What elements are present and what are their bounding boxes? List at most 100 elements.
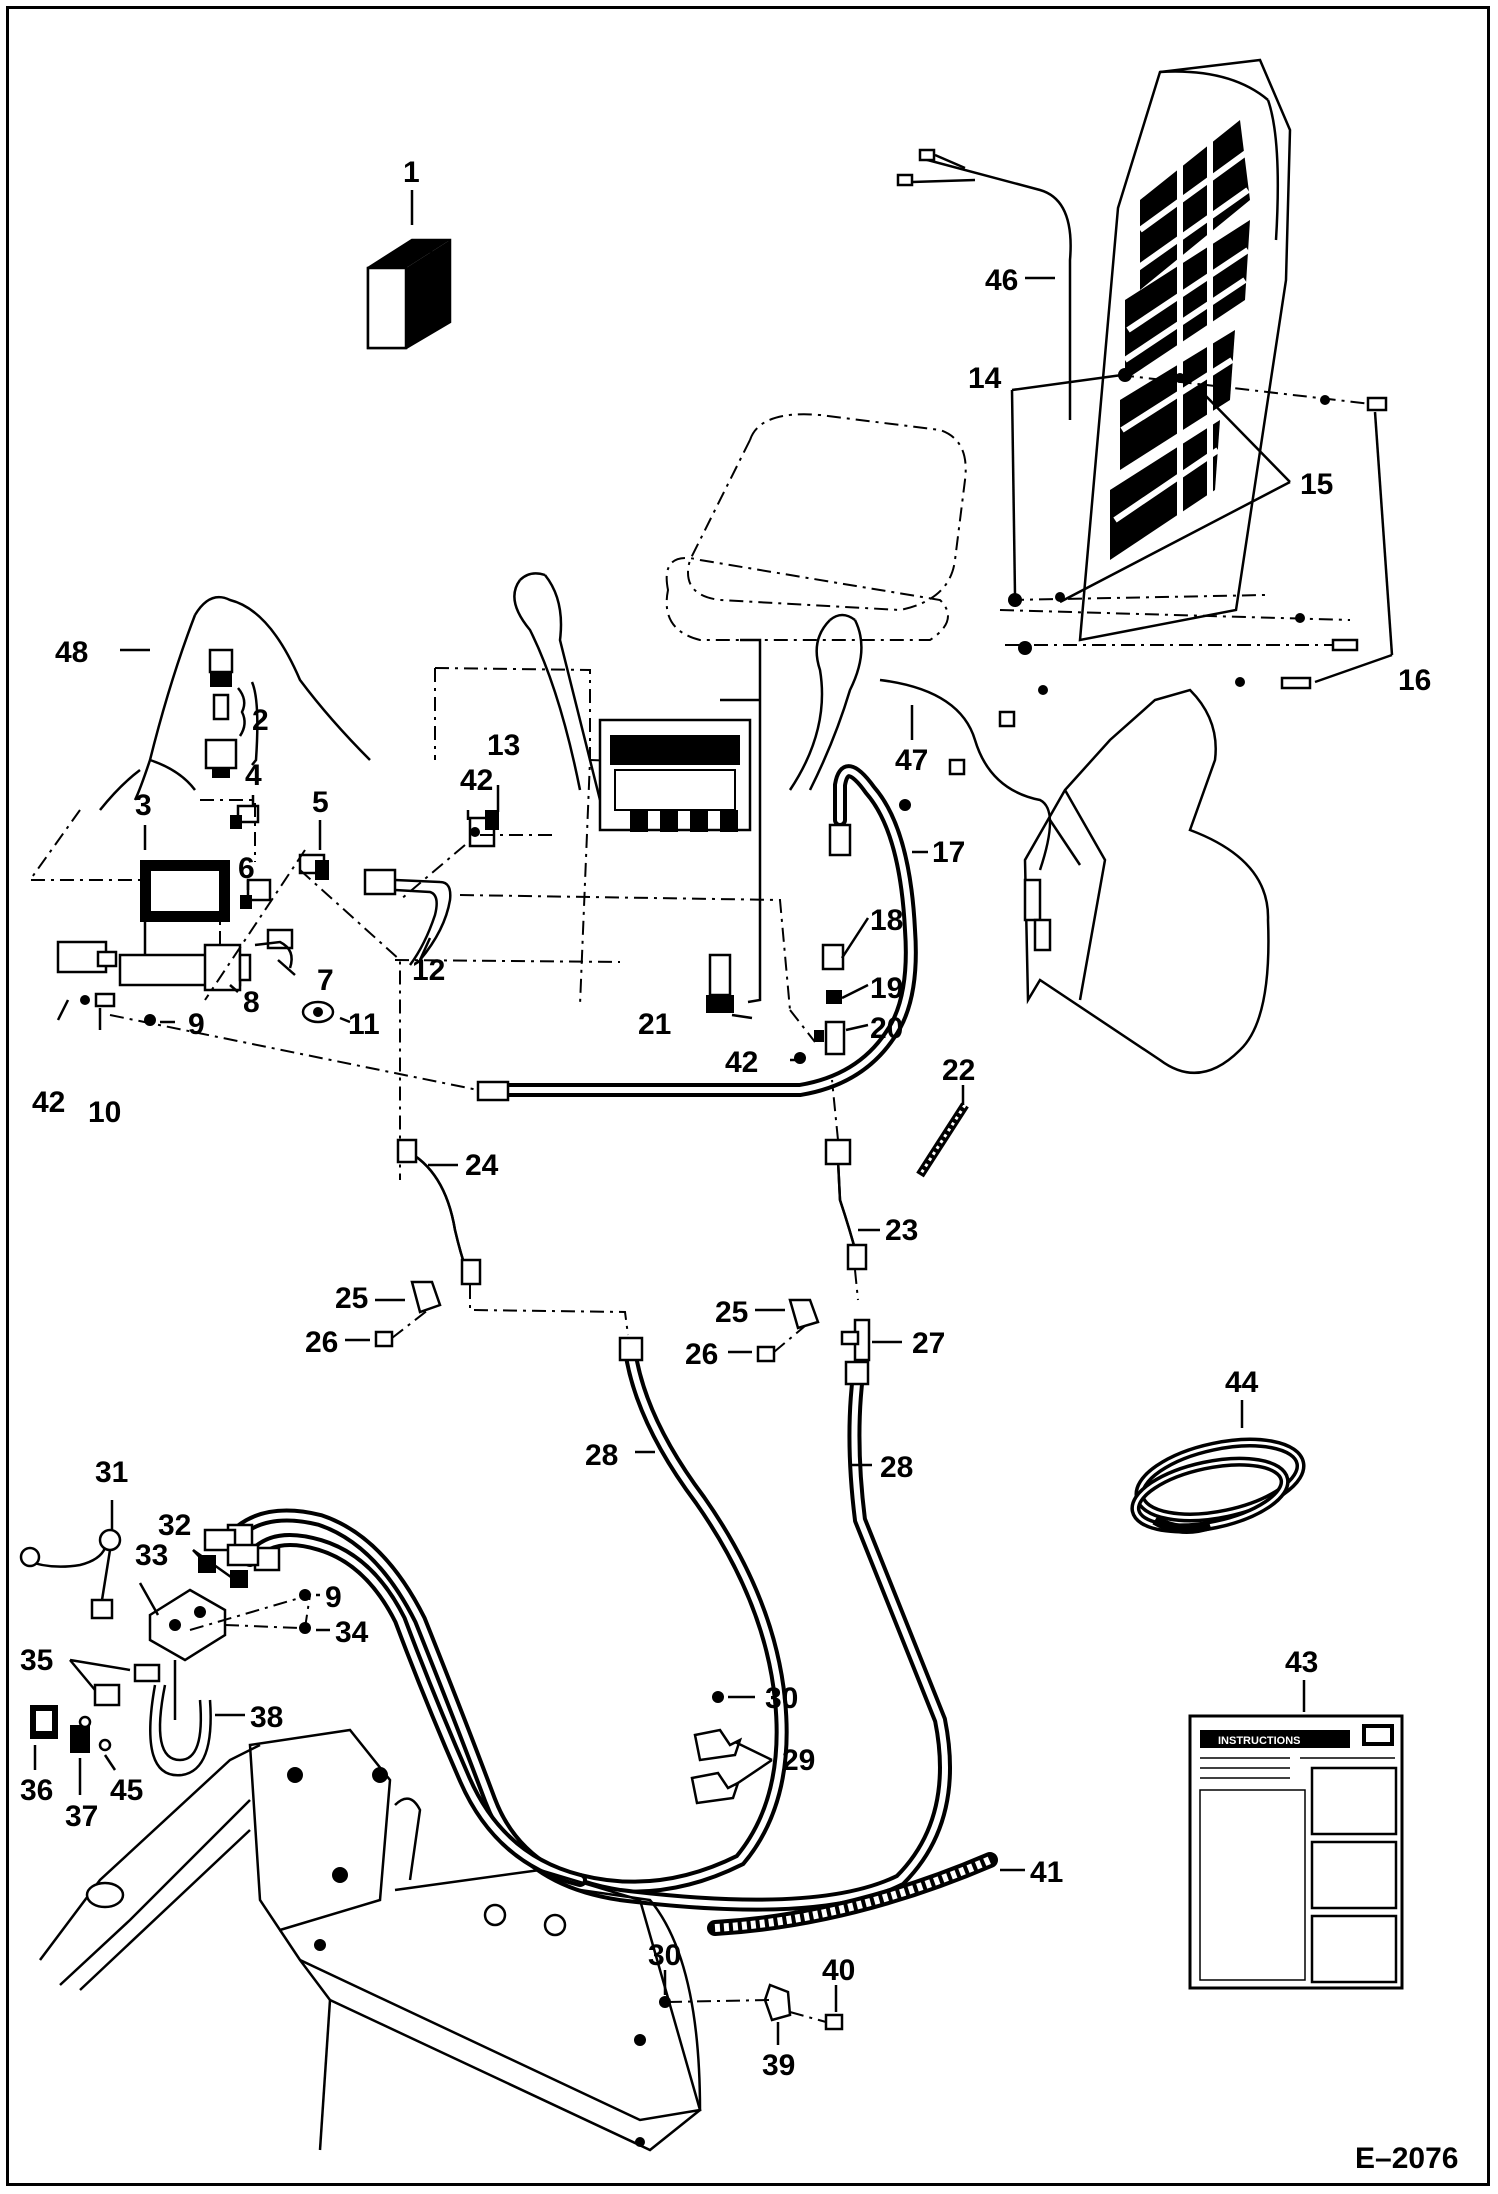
- dash-left-e: [299, 869, 401, 1180]
- control-valve-assembly: [434, 572, 863, 1043]
- screw-26-left: [374, 1330, 394, 1348]
- leader-8: [229, 984, 239, 993]
- dash-left-a: [28, 809, 151, 881]
- callout-39: 39: [762, 2049, 795, 2082]
- leader-33: [138, 1582, 160, 1616]
- leader-14b: [1010, 389, 1017, 596]
- drawing-reference: E–2076: [1355, 2142, 1458, 2175]
- harness-47: [879, 678, 1052, 871]
- callout-30a: 30: [765, 1682, 798, 1715]
- callout-44: 44: [1225, 1366, 1259, 1399]
- callout-11: 11: [348, 1008, 380, 1041]
- instruction-heading: INSTRUCTIONS: [1218, 1735, 1301, 1747]
- callout-37: 37: [65, 1800, 98, 1833]
- leader-14a: [1011, 373, 1123, 392]
- callout-42c: 42: [725, 1046, 758, 1079]
- callout-36: 36: [20, 1774, 53, 1807]
- callout-21: 21: [638, 1008, 671, 1041]
- leader-16a: [1373, 411, 1394, 656]
- callout-6: 6: [238, 852, 255, 885]
- tube-24: [396, 1138, 482, 1286]
- nut-30b: [659, 1996, 671, 2008]
- leader-29a: [734, 1740, 773, 1762]
- dash-39: [667, 1999, 771, 2003]
- dash-26-left: [391, 1309, 429, 1339]
- callout-3: 3: [135, 789, 152, 822]
- dash-23-up: [831, 1079, 839, 1141]
- bracket-group: [19, 1528, 311, 1777]
- side-panel: [1023, 688, 1270, 1075]
- callout-7: 7: [317, 964, 334, 997]
- callout-46: 46: [985, 264, 1018, 297]
- dash-23-27: [854, 1269, 859, 1301]
- dash-left-d: [200, 799, 256, 862]
- leader-35b: [69, 1659, 96, 1691]
- callout-28a: 28: [585, 1439, 618, 1472]
- leader-32b: [192, 1548, 239, 1584]
- leader-21: [731, 1013, 753, 1020]
- sleeve-41: [707, 1852, 998, 1936]
- callout-26b: 26: [685, 1338, 718, 1371]
- part-21-fitting: [706, 953, 734, 1013]
- callout-34: 34: [335, 1616, 369, 1649]
- callout-4: 4: [245, 759, 262, 792]
- callout-10: 10: [88, 1096, 121, 1129]
- callout-22: 22: [942, 1054, 975, 1087]
- callout-25a: 25: [335, 1282, 368, 1315]
- callout-12: 12: [412, 954, 445, 987]
- callout-31: 31: [95, 1456, 128, 1489]
- clip-29: [690, 1691, 743, 1805]
- leader-15a: [1199, 389, 1291, 483]
- leader-35a: [69, 1658, 131, 1672]
- callout-14: 14: [968, 362, 1002, 395]
- clamp-25-left: [410, 1280, 442, 1314]
- callout-20: 20: [870, 1012, 903, 1045]
- callout-23: 23: [885, 1214, 918, 1247]
- callout-33: 33: [135, 1539, 168, 1572]
- callout-41: 41: [1030, 1856, 1063, 1889]
- dash-34: [224, 1624, 301, 1629]
- callout-42a: 42: [32, 1086, 65, 1119]
- screw-40: [824, 2013, 844, 2031]
- part-18-19-20-fittings: [794, 943, 846, 1064]
- callout-1: 1: [403, 156, 420, 189]
- hose-28-pair: [223, 1336, 952, 1912]
- callout-9b: 9: [325, 1581, 342, 1614]
- callout-15: 15: [1300, 468, 1333, 501]
- instruction-sheet-43: INSTRUCTIONS: [1188, 1714, 1404, 1990]
- callout-30b: 30: [648, 1939, 681, 1972]
- rear-grille: [999, 58, 1388, 690]
- callout-27: 27: [912, 1327, 945, 1360]
- leader-12: [418, 937, 432, 961]
- dash-left-b: [204, 849, 306, 1001]
- dash-left-g: [109, 1014, 479, 1091]
- callout-labels: 1 2 3 4 5 6 7 8 9 9 10 11 12 13 14 15 16…: [20, 156, 1431, 2082]
- callout-35: 35: [20, 1644, 53, 1677]
- dash-left-h: [399, 844, 466, 901]
- dash-9b: [189, 1593, 312, 1631]
- coil-44: [1130, 1437, 1306, 1534]
- tee-27: [840, 1318, 871, 1362]
- callout-40: 40: [822, 1954, 855, 1987]
- dash-40: [789, 2011, 827, 2023]
- seat-outline: [665, 413, 967, 641]
- callout-18: 18: [870, 904, 903, 937]
- callout-42b: 42: [460, 764, 493, 797]
- callout-19: 19: [870, 972, 903, 1005]
- callout-47: 47: [895, 744, 928, 777]
- callout-5: 5: [312, 786, 329, 819]
- callout-43: 43: [1285, 1646, 1318, 1679]
- callout-9a: 9: [188, 1008, 205, 1041]
- leader-29b: [734, 1758, 773, 1787]
- harness-46: [919, 156, 1072, 420]
- brace-2: [237, 687, 246, 737]
- callout-25b: 25: [715, 1296, 748, 1329]
- leader-16b: [1314, 653, 1393, 684]
- leader-11: [339, 1016, 351, 1024]
- callout-16: 16: [1398, 664, 1431, 697]
- leader-15b: [1059, 480, 1291, 604]
- callout-8: 8: [243, 986, 260, 1019]
- dash-left-f: [394, 959, 621, 963]
- leader-18: [840, 917, 870, 959]
